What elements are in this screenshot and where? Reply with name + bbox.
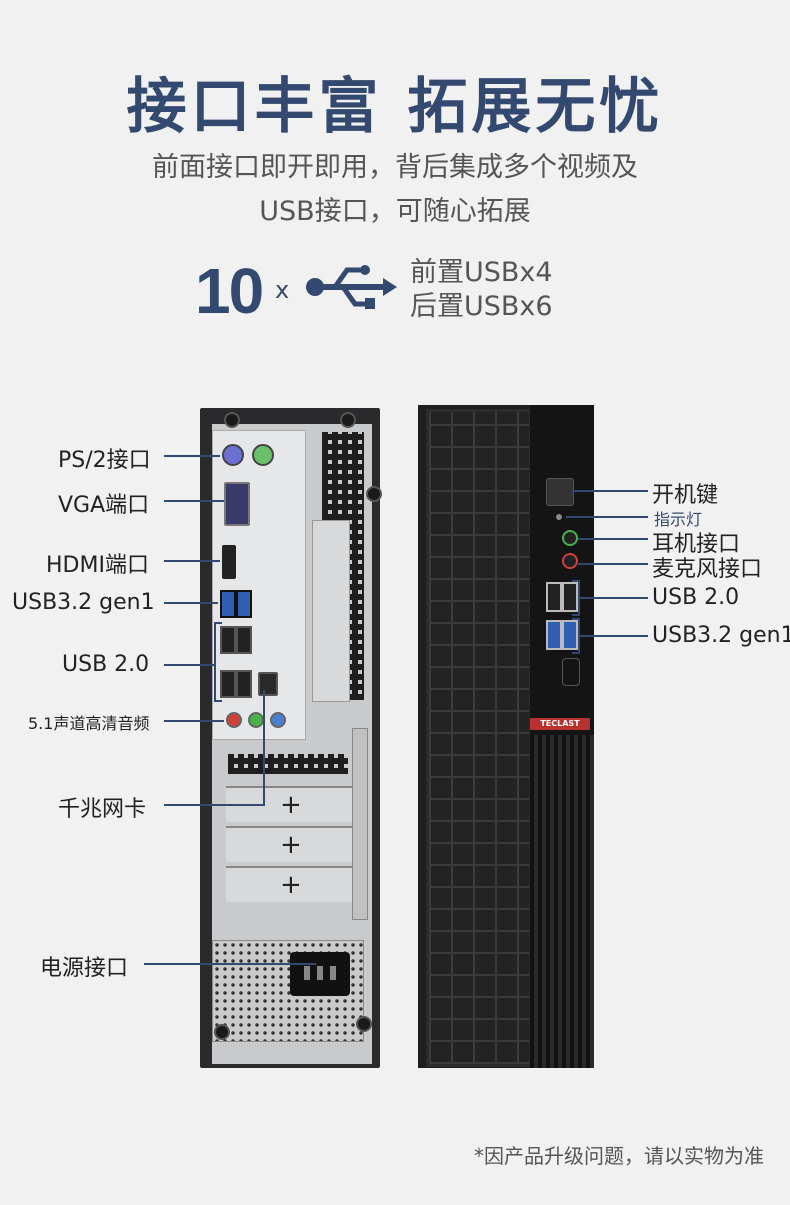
power-button[interactable] <box>546 478 574 506</box>
expansion-slot: + <box>226 866 352 902</box>
rear-mid-vent <box>228 754 348 774</box>
label-usb20-rear: USB 2.0 <box>62 652 150 677</box>
hdmi-port <box>222 545 236 579</box>
bracket <box>214 622 222 702</box>
audio-jack-red <box>226 712 242 728</box>
leader-line <box>578 538 648 540</box>
audio-jack-green <box>248 712 264 728</box>
screw <box>366 486 382 502</box>
plus-icon: + <box>280 790 302 820</box>
usb-times: x <box>275 276 290 304</box>
power-socket <box>290 952 350 996</box>
leader-line <box>164 664 214 666</box>
rear-usb2-port <box>236 670 252 698</box>
label-indicator: 指示灯 <box>654 510 703 529</box>
bracket <box>572 618 580 654</box>
psu-vent <box>212 940 364 1042</box>
card-reader-cover <box>562 658 580 686</box>
rear-usb2-port <box>220 670 236 698</box>
usb-breakdown: 前置USBx4 后置USBx6 <box>410 256 553 324</box>
label-mic: 麦克风接口 <box>652 557 763 582</box>
subtitle: 前面接口即开即用，背后集成多个视频及 USB接口，可随心拓展 <box>0 146 790 234</box>
front-usb2-port <box>546 582 562 612</box>
leader-line <box>164 560 220 562</box>
leader-line <box>578 635 648 637</box>
rear-usb2-port <box>220 626 236 654</box>
front-chassis <box>418 405 594 1068</box>
leader-line <box>164 500 224 502</box>
label-vga: VGA端口 <box>58 493 150 518</box>
subtitle-line-1: 前面接口即开即用，背后集成多个视频及 <box>152 152 638 183</box>
headphone-jack <box>562 530 578 546</box>
usb-front-count: 前置USBx4 <box>410 257 553 288</box>
leader-line <box>572 490 648 492</box>
brand-logo: TECLAST <box>530 718 590 730</box>
audio-jack-blue <box>270 712 286 728</box>
page-title: 接口丰富 拓展无忧 <box>126 72 664 142</box>
label-usb20-front: USB 2.0 <box>652 585 740 610</box>
front-usb2-port <box>562 582 578 612</box>
rear-bracket-plate <box>312 520 350 702</box>
label-ps2: PS/2接口 <box>58 448 151 473</box>
expansion-slot: + <box>226 826 352 862</box>
ps2-mouse-port <box>252 444 274 466</box>
label-lan: 千兆网卡 <box>58 797 147 822</box>
front-usb3-port <box>562 620 578 650</box>
label-power-socket: 电源接口 <box>40 956 129 981</box>
screw <box>224 412 240 428</box>
rear-usb3-port <box>220 590 236 618</box>
label-usb32-rear: USB3.2 gen1 <box>12 590 155 615</box>
mic-jack <box>562 553 578 569</box>
usb-count: 10 <box>195 255 264 327</box>
footnote: *因产品升级问题，请以实物为准 <box>474 1144 764 1168</box>
usb-rear-count: 后置USBx6 <box>410 291 553 322</box>
screw <box>214 1024 230 1040</box>
rear-usb2-port <box>236 626 252 654</box>
label-usb32-front: USB3.2 gen1 <box>652 623 790 648</box>
leader-line <box>566 516 648 518</box>
label-headphone: 耳机接口 <box>652 532 741 557</box>
side-rail <box>352 728 368 920</box>
front-grille <box>426 409 532 1067</box>
plus-icon: + <box>280 870 302 900</box>
usb-icon <box>306 265 397 309</box>
leader-line <box>164 602 218 604</box>
rear-usb3-port <box>236 590 252 618</box>
screw <box>356 1016 372 1032</box>
front-ribs <box>530 735 594 1068</box>
leader-line <box>578 597 648 599</box>
leader-line <box>144 963 316 965</box>
plus-icon: + <box>280 830 302 860</box>
vga-port <box>224 482 250 526</box>
indicator-light <box>556 514 562 520</box>
ps2-keyboard-port <box>222 444 244 466</box>
label-audio: 5.1声道高清音频 <box>28 714 150 733</box>
leader-line <box>164 455 220 457</box>
screw <box>340 412 356 428</box>
bracket <box>572 580 580 616</box>
front-usb3-port <box>546 620 562 650</box>
leader-line <box>263 690 265 806</box>
subtitle-line-2: USB接口，可随心拓展 <box>259 196 531 227</box>
leader-line <box>164 720 224 722</box>
ethernet-port <box>258 672 278 696</box>
label-power-button: 开机键 <box>652 483 719 508</box>
leader-line <box>578 563 648 565</box>
leader-line <box>164 804 264 806</box>
label-hdmi: HDMI端口 <box>46 553 149 578</box>
